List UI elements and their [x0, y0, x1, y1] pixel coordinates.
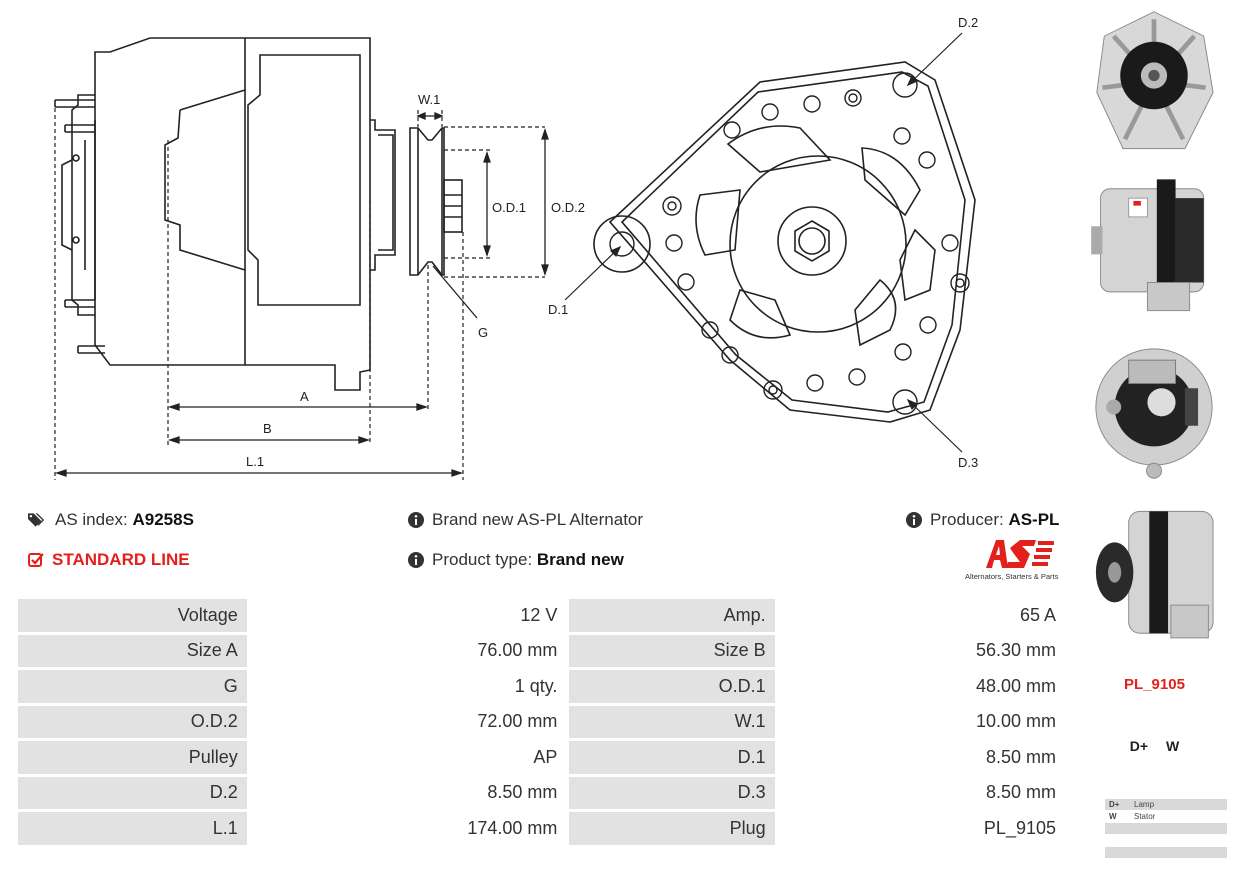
- as-index-value: A9258S: [132, 510, 194, 529]
- product-photo-three-quarter: [1095, 510, 1214, 639]
- spec-label: Pulley: [18, 741, 247, 774]
- spec-value: 65 A: [777, 599, 1065, 632]
- spec-label: W.1: [569, 705, 775, 738]
- legend-desc: Lamp: [1134, 800, 1155, 809]
- label-w1: W.1: [418, 92, 440, 107]
- producer-label: Producer:: [930, 510, 1004, 529]
- label-b: B: [263, 421, 272, 436]
- spec-label: D.3: [569, 776, 775, 809]
- spec-label: Size A: [18, 634, 247, 667]
- as-index-label: AS index:: [55, 510, 128, 529]
- spec-label: Voltage: [18, 599, 247, 632]
- spec-value: AP: [249, 741, 567, 774]
- product-photo-rear: [1095, 348, 1213, 479]
- legend-row: W Stator: [1105, 811, 1227, 822]
- label-d3: D.3: [958, 455, 978, 470]
- spec-label: Amp.: [569, 599, 775, 632]
- as-pl-logo-mark: [986, 540, 1054, 568]
- spec-value: PL_9105: [777, 812, 1065, 845]
- logo-tagline: Alternators, Starters & Parts: [965, 572, 1059, 581]
- spec-label: D.1: [569, 741, 775, 774]
- producer-value: AS-PL: [1008, 510, 1060, 529]
- info-icon: [408, 552, 424, 568]
- info-icon: [408, 512, 424, 528]
- legend-pin: [1105, 835, 1134, 846]
- as-index: AS index: A9258S: [28, 510, 194, 530]
- legend-pin: W: [1109, 812, 1117, 821]
- spec-value: 8.50 mm: [777, 776, 1065, 809]
- spec-label: Size B: [569, 634, 775, 667]
- technical-drawing: W.1 O.D.1 O.D.2 G A B L.1 D.1 D.2 D.3: [54, 15, 978, 480]
- description: Brand new AS-PL Alternator: [408, 510, 643, 530]
- legend-row: D+ Lamp: [1105, 799, 1227, 810]
- spec-label: D.2: [18, 776, 247, 809]
- producer: Producer: AS-PL: [906, 510, 1059, 530]
- label-d2: D.2: [958, 15, 978, 30]
- spec-value: 8.50 mm: [249, 776, 567, 809]
- label-g: G: [478, 325, 488, 340]
- legend-pin: [1105, 847, 1134, 858]
- legend-row: [1105, 823, 1227, 834]
- label-a: A: [300, 389, 309, 404]
- spec-value: 10.00 mm: [777, 705, 1065, 738]
- spec-label: G: [18, 670, 247, 703]
- as-pl-logo: Alternators, Starters & Parts: [964, 538, 1069, 586]
- label-d1: D.1: [548, 302, 568, 317]
- label-l1: L.1: [246, 454, 264, 469]
- spec-value: 1 qty.: [249, 670, 567, 703]
- spec-label: Plug: [569, 812, 775, 845]
- product-type-value: Brand new: [536, 550, 624, 569]
- tags-icon: [28, 513, 45, 527]
- spec-value: 12 V: [249, 599, 567, 632]
- product-photo-side: [1091, 179, 1205, 312]
- spec-value: 174.00 mm: [249, 812, 567, 845]
- spec-value: 8.50 mm: [777, 741, 1065, 774]
- plug-pins: D+ W: [1129, 738, 1180, 754]
- plug-name: PL_9105: [1124, 676, 1185, 693]
- info-icon: [906, 512, 922, 528]
- checkbox-icon: [28, 553, 44, 567]
- spec-label: L.1: [18, 812, 247, 845]
- spec-value: 56.30 mm: [777, 634, 1065, 667]
- legend-desc: Stator: [1134, 812, 1156, 821]
- standard-line-label: STANDARD LINE: [52, 550, 190, 569]
- spec-label: O.D.1: [569, 670, 775, 703]
- label-od1: O.D.1: [492, 200, 526, 215]
- product-type-label: Product type:: [432, 550, 533, 569]
- legend-pin: [1105, 823, 1134, 834]
- legend-row: [1105, 847, 1227, 858]
- description-text: Brand new AS-PL Alternator: [432, 510, 644, 529]
- standard-line: STANDARD LINE: [28, 550, 190, 570]
- spec-value: 76.00 mm: [249, 634, 567, 667]
- product-type: Product type: Brand new: [408, 550, 624, 570]
- spec-value: 48.00 mm: [777, 670, 1065, 703]
- spec-value: 72.00 mm: [249, 705, 567, 738]
- legend-pin: D+: [1109, 800, 1120, 809]
- legend-row: [1105, 835, 1227, 846]
- spec-label: O.D.2: [18, 705, 247, 738]
- product-photo-front: [1096, 11, 1214, 150]
- label-od2: O.D.2: [551, 200, 585, 215]
